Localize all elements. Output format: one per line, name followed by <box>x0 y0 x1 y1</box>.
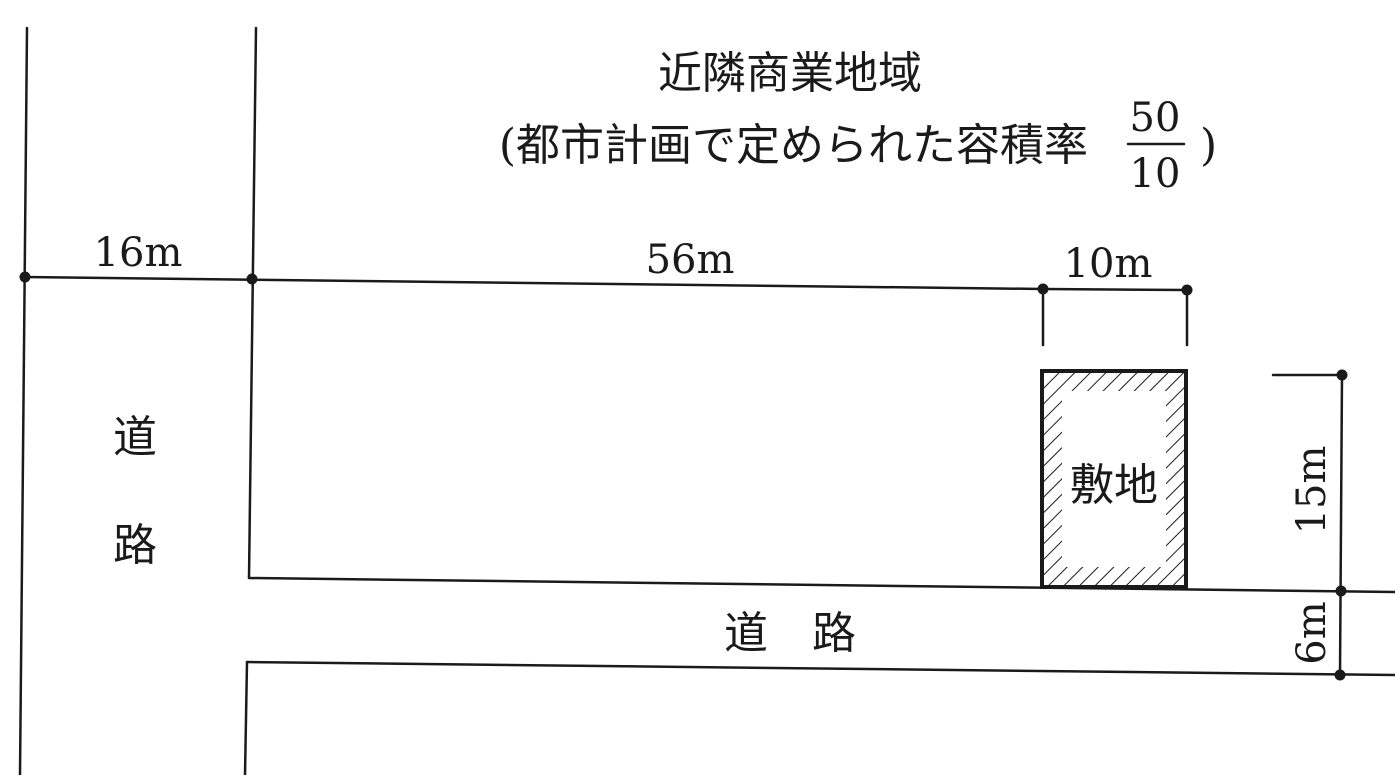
site-width-label: 10m <box>1064 241 1153 287</box>
ratio-denominator: 10 <box>1130 151 1181 197</box>
zone-subtitle-prefix: (都市計画で定められた容積率 <box>499 120 1088 171</box>
zone-title: 近隣商業地域 <box>658 48 922 99</box>
dimension-point-road-top <box>1335 585 1347 597</box>
left-road-inner-edge-upper <box>247 26 258 580</box>
site-outline <box>1040 369 1188 589</box>
road-left-label-char1: 道 <box>113 412 157 463</box>
road-bottom-label: 道 路 <box>724 608 856 659</box>
dimension-point-road-edge <box>246 273 258 285</box>
road-bottom-width-label: 6m <box>1289 601 1335 664</box>
right-dimension-line <box>1338 373 1344 677</box>
left-road-inner-edge-lower <box>243 660 249 777</box>
left-road-outer-edge <box>18 26 29 777</box>
bottom-road-upper-edge <box>247 576 1395 594</box>
top-dimension-line <box>23 275 1045 291</box>
dimension-point-left <box>19 271 31 283</box>
dimension-point-site-top <box>1336 369 1348 381</box>
site-inner <box>1062 391 1166 567</box>
road-left-label-char2: 路 <box>113 520 157 571</box>
ratio-numerator: 50 <box>1130 95 1181 141</box>
dimension-point-road-bottom <box>1334 669 1346 681</box>
bottom-road-lower-edge <box>245 660 1395 677</box>
zone-subtitle-suffix: ) <box>1200 120 1217 171</box>
site-label: 敷地 <box>1070 460 1158 511</box>
site-width-dimension-line <box>1041 287 1189 292</box>
road-left-width-label: 16m <box>94 230 183 276</box>
distance-to-site-label: 56m <box>646 237 735 283</box>
site-depth-label: 15m <box>1289 446 1335 535</box>
